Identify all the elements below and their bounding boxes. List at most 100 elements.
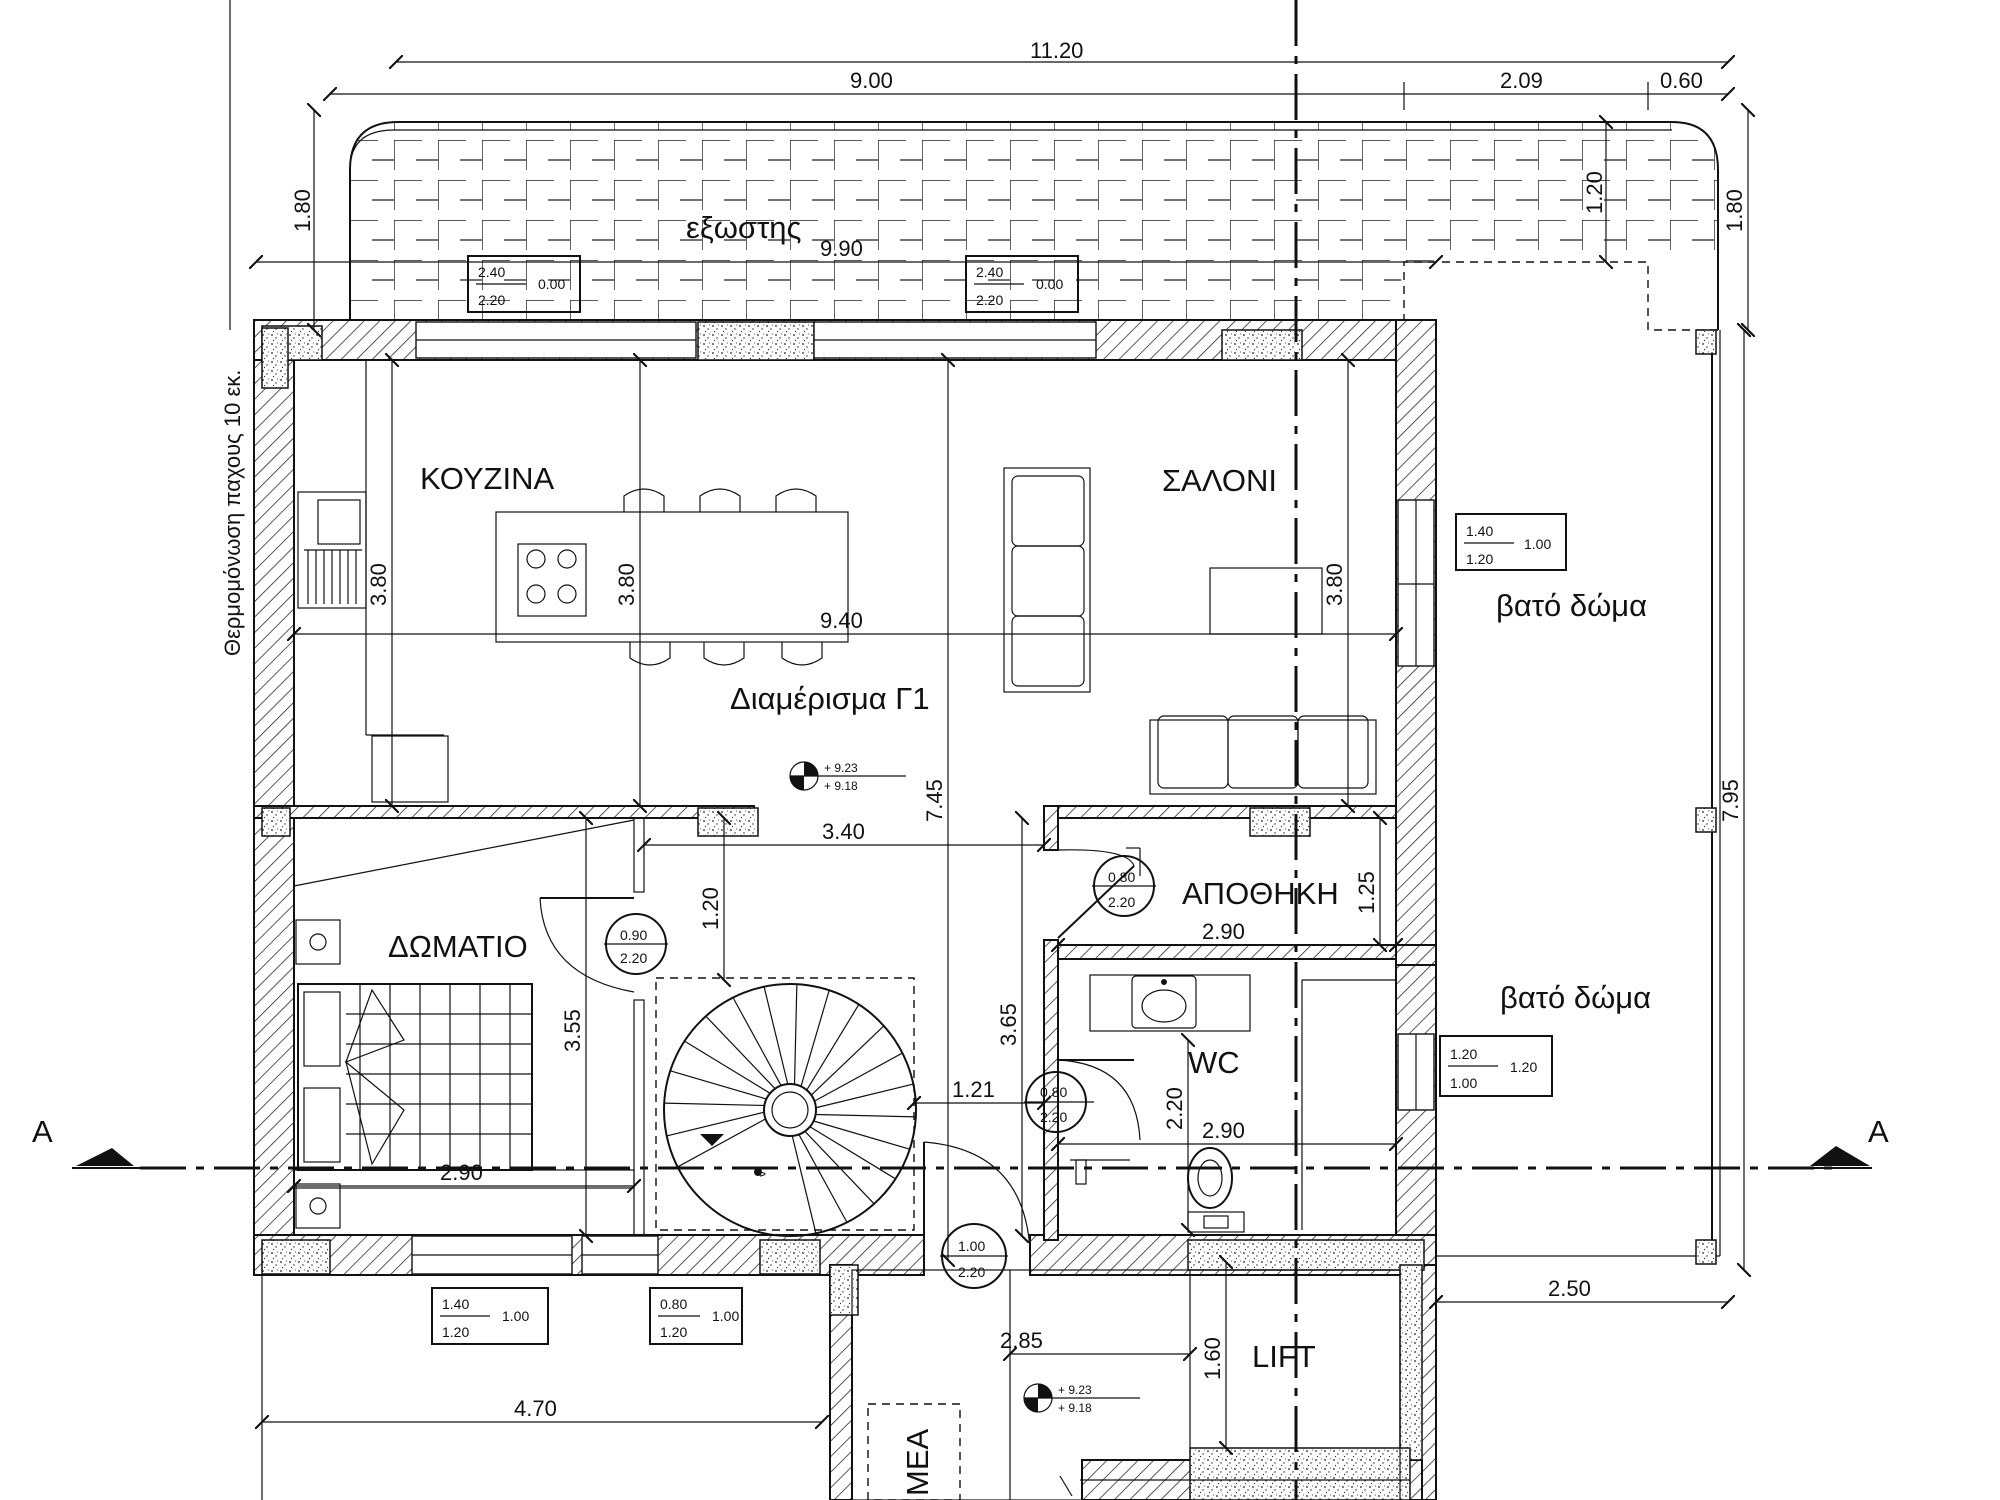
- dim-lower-width: 4.70: [514, 1396, 557, 1421]
- door-tag-width: 0.80: [1040, 1084, 1067, 1100]
- dim-stair-door: 1.21: [952, 1077, 995, 1102]
- level-marker-top: + 9.23 + 9.18: [789, 761, 906, 793]
- dim-lift-height: 1.60: [1200, 1337, 1225, 1380]
- window-tag-height: 1.00: [1450, 1075, 1477, 1091]
- window-tag-height: 1.20: [442, 1324, 469, 1340]
- room-label-wc: WC: [1188, 1045, 1240, 1080]
- window-tag-width: 1.20: [1450, 1046, 1477, 1062]
- window-tag: 1.40 1.20 1.00: [431, 1287, 549, 1345]
- roof-terrace-label-bottom: βατό δώμα: [1500, 980, 1651, 1015]
- window-tag-height: 2.20: [976, 292, 1003, 308]
- stair-tread: [677, 1118, 766, 1168]
- stair-tread: [806, 1004, 860, 1091]
- stair-tread: [798, 1134, 848, 1223]
- level-top-upper: + 9.23: [824, 761, 858, 775]
- bar-stools: [623, 488, 823, 666]
- dim-roof-height: 7.95: [1718, 779, 1743, 822]
- room-label-living: ΣΑΛΟΝΙ: [1162, 463, 1277, 498]
- door-tag-width: 0.90: [620, 927, 647, 943]
- window-tag: 1.40 1.20 1.00: [1455, 513, 1567, 571]
- stair-tread: [809, 1126, 896, 1180]
- dim-bedroom-height: 3.55: [560, 1009, 585, 1052]
- living-furniture: [1003, 467, 1377, 795]
- level-bottom-upper: + 9.23: [1058, 1383, 1092, 1397]
- stair-tread: [664, 1102, 765, 1107]
- dim-stair-gap: 1.20: [698, 887, 723, 930]
- dim-top-main: 9.00: [850, 68, 893, 93]
- columns: [261, 321, 1425, 1500]
- dim-top-right: 0.60: [1660, 68, 1703, 93]
- dim-roof-width: 2.50: [1548, 1276, 1591, 1301]
- door-tag-width: 0.80: [1108, 869, 1135, 885]
- roof-terrace: [1436, 329, 1721, 1265]
- window-tag-sill: 1.00: [1524, 536, 1551, 552]
- window-tag: 1.20 1.00 1.20: [1439, 1035, 1553, 1097]
- dim-kitchen-depth: 3.80: [366, 563, 391, 606]
- stair-tread: [666, 1111, 765, 1137]
- apartment-label: Διαμέρισμα Γ1: [730, 681, 930, 716]
- dim-interior-width: 9.40: [820, 608, 863, 633]
- stair-tread: [800, 990, 830, 1087]
- bed-pattern: [344, 984, 532, 1170]
- stair-tread: [793, 984, 798, 1085]
- interior-walls: [253, 805, 1437, 1241]
- dim-storage-height: 1.25: [1354, 871, 1379, 914]
- door-tag-height: 2.20: [958, 1264, 985, 1280]
- level-bottom-lower: + 9.18: [1058, 1401, 1092, 1415]
- dim-bedroom-width: 2.90: [440, 1160, 483, 1185]
- dimension-lines: [229, 0, 1748, 1500]
- stair-tread: [814, 1052, 903, 1102]
- stair-tread: [810, 1025, 885, 1096]
- window-tag-sill: 1.20: [1510, 1059, 1537, 1075]
- door-tag-height: 2.20: [1108, 894, 1135, 910]
- room-label-kitchen: ΚΟΥΖΙΝΑ: [420, 461, 554, 496]
- stair-tread: [763, 986, 789, 1085]
- door-tag-height: 2.20: [620, 950, 647, 966]
- stair-tread: [791, 1135, 817, 1234]
- window-tag-width: 2.40: [976, 264, 1003, 280]
- door-tag: 1.00 2.20: [940, 1223, 1008, 1289]
- dim-wc-width: 2.90: [1202, 1118, 1245, 1143]
- window-tag: 2.40 2.20 0.00: [467, 255, 581, 313]
- dim-corridor-height: 7.45: [922, 779, 947, 822]
- stair-tread: [815, 1083, 914, 1109]
- mea-label: ΜΕΑ: [900, 1429, 935, 1497]
- window-tag-width: 1.40: [1466, 523, 1493, 539]
- level-marker-bottom: + 9.23 + 9.18: [1023, 1383, 1140, 1415]
- dim-living-depth: 3.80: [1322, 563, 1347, 606]
- balcony-label: εξωστης: [686, 210, 801, 245]
- window-tag-sill: 1.00: [502, 1308, 529, 1324]
- stair-tread: [813, 1120, 910, 1150]
- window-tag-sill: 0.00: [538, 276, 565, 292]
- window-tag-width: 2.40: [478, 264, 505, 280]
- dim-total-top: 11.20: [1030, 38, 1083, 63]
- door-tag-width: 1.00: [958, 1238, 985, 1254]
- section-label-right: A: [1868, 1114, 1889, 1149]
- stair-tread: [670, 1070, 767, 1100]
- window-tag: 0.80 1.20 1.00: [649, 1287, 743, 1345]
- door-tag: 0.80 2.20: [1092, 855, 1156, 917]
- dim-balcony-inner: 1.20: [1582, 171, 1607, 214]
- window-tag-width: 0.80: [660, 1296, 687, 1312]
- stair-tread: [684, 1040, 771, 1094]
- windows: [411, 321, 1435, 1275]
- dim-wc-height: 2.20: [1162, 1087, 1187, 1130]
- window-tag-height: 1.20: [660, 1324, 687, 1340]
- spiral-stair: [655, 977, 917, 1237]
- window-tag-sill: 0.00: [1036, 276, 1063, 292]
- roof-terrace-label-top: βατό δώμα: [1496, 588, 1647, 623]
- insulation-note: Θερμομόνωση παχους 10 εκ.: [220, 370, 245, 656]
- window-tag: 2.40 2.20 0.00: [965, 255, 1079, 313]
- window-tag-height: 2.20: [478, 292, 505, 308]
- balcony: [349, 121, 1719, 331]
- bedroom-furniture: [293, 819, 635, 1229]
- door-tag-height: 2.20: [1040, 1109, 1067, 1125]
- room-label-storage: ΑΠΟΘΗΚΗ: [1182, 876, 1339, 911]
- stair-tread: [815, 1113, 916, 1118]
- window-tag-sill: 1.00: [712, 1308, 739, 1324]
- section-line: [72, 1146, 1872, 1170]
- level-top-lower: + 9.18: [824, 779, 858, 793]
- dim-storage-width: 2.90: [1202, 919, 1245, 944]
- window-tag-height: 1.20: [1466, 551, 1493, 567]
